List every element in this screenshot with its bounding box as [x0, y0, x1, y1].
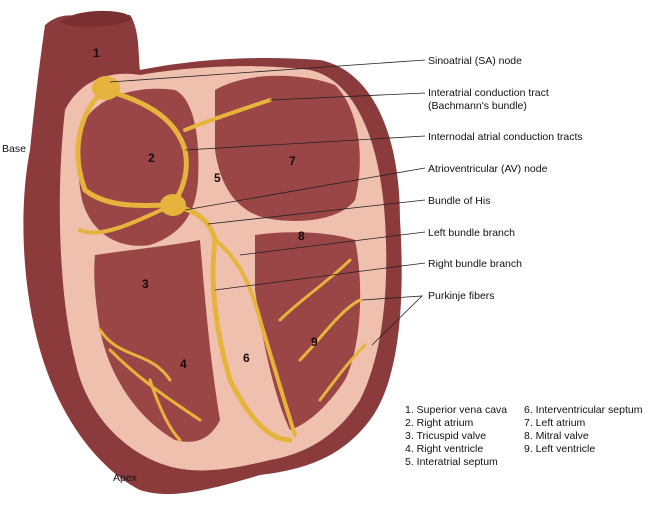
- svc-top: [60, 10, 132, 27]
- label-bachmanns-bundle: (Bachmann's bundle): [428, 100, 527, 112]
- number-4: 4: [180, 357, 187, 371]
- number-1: 1: [93, 46, 100, 60]
- legend-item: 1. Superior vena cava: [405, 404, 507, 416]
- legend-item: 6. Interventricular septum: [524, 404, 643, 416]
- label-bundle-of-his: Bundle of His: [428, 195, 490, 207]
- label-interatrial-tract: Interatrial conduction tract: [428, 87, 549, 99]
- legend-item: 9. Left ventricle: [524, 443, 595, 455]
- number-2: 2: [148, 151, 155, 165]
- label-apex: Apex: [113, 472, 138, 484]
- label-internodal: Internodal atrial conduction tracts: [428, 131, 583, 143]
- number-5: 5: [214, 171, 221, 185]
- legend: 1. Superior vena cava 2. Right atrium 3.…: [405, 404, 643, 468]
- number-6: 6: [243, 351, 250, 365]
- right-ventricle-chamber: [94, 240, 220, 442]
- label-right-bundle: Right bundle branch: [428, 258, 522, 270]
- number-9: 9: [311, 335, 318, 349]
- left-atrium-chamber: [215, 75, 360, 221]
- leader-lines: [109, 59, 426, 346]
- label-sa-node: Sinoatrial (SA) node: [428, 55, 522, 67]
- label-purkinje: Purkinje fibers: [428, 290, 495, 302]
- number-8: 8: [298, 229, 305, 243]
- legend-item: 5. Interatrial septum: [405, 456, 498, 468]
- legend-item: 4. Right ventricle: [405, 443, 483, 455]
- number-7: 7: [289, 154, 296, 168]
- number-3: 3: [142, 277, 149, 291]
- label-base: Base: [2, 143, 26, 155]
- legend-item: 3. Tricuspid valve: [405, 430, 486, 442]
- label-av-node: Atrioventricular (AV) node: [428, 163, 548, 175]
- label-left-bundle: Left bundle branch: [428, 227, 515, 239]
- legend-item: 7. Left atrium: [524, 417, 586, 429]
- legend-item: 2. Right atrium: [405, 417, 474, 429]
- legend-item: 8. Mitral valve: [524, 430, 589, 442]
